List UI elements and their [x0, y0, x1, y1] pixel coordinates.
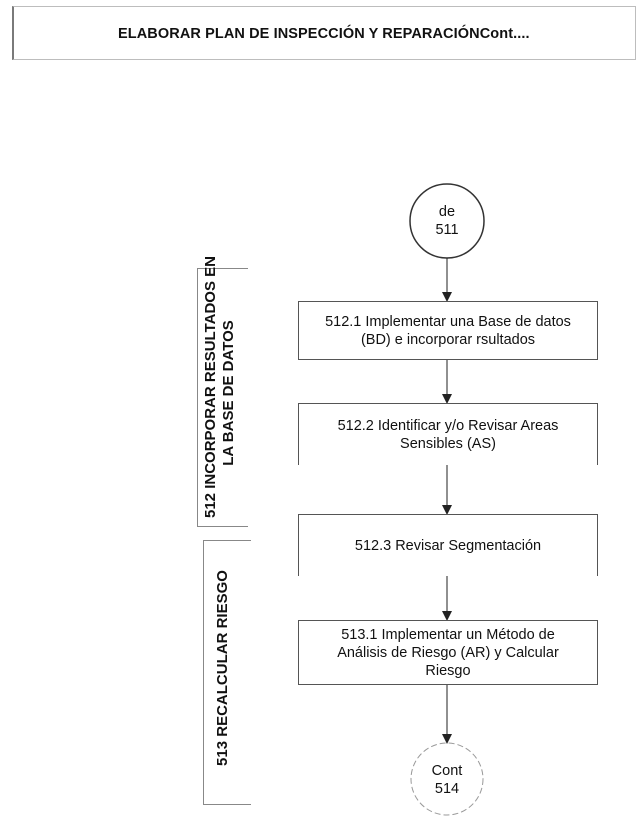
end-connector-line1: Cont — [431, 763, 463, 779]
step-513-1-box: 513.1 Implementar un Método de Análisis … — [298, 620, 598, 685]
start-connector-line1: de — [438, 204, 456, 220]
end-connector-circle — [410, 742, 484, 816]
step-512-1-box: 512.1 Implementar una Base de datos (BD)… — [298, 301, 598, 360]
step-512-1-line1: 512.1 Implementar una Base de datos — [325, 313, 571, 330]
step-513-1-line1: 513.1 Implementar un Método de — [341, 626, 555, 643]
step-512-1-line2: (BD) e incorporar rsultados — [360, 331, 536, 348]
step-512-3-line1: 512.3 Revisar Segmentación — [354, 537, 542, 554]
step-513-1-line2: Análisis de Riesgo (AR) y Calcular — [337, 644, 559, 661]
end-connector-label: Cont 514 — [411, 762, 483, 798]
page-title: ELABORAR PLAN DE INSPECCIÓN Y REPARACIÓN… — [118, 26, 530, 42]
header-box — [12, 6, 636, 60]
section-bracket-513 — [203, 540, 251, 805]
step-512-2-line1: 512.2 Identificar y/o Revisar Areas — [337, 417, 559, 434]
end-connector-line2: 514 — [434, 781, 460, 797]
section-bracket-512 — [197, 268, 248, 527]
start-connector-line2: 511 — [435, 222, 459, 238]
step-512-2-box: 512.2 Identificar y/o Revisar Areas Sens… — [298, 403, 598, 465]
step-512-2-line2: Sensibles (AS) — [400, 435, 496, 452]
step-512-3-box: 512.3 Revisar Segmentación — [298, 514, 598, 576]
step-513-1-line3: Riesgo — [425, 662, 471, 679]
start-connector-label: de 511 — [411, 203, 483, 239]
